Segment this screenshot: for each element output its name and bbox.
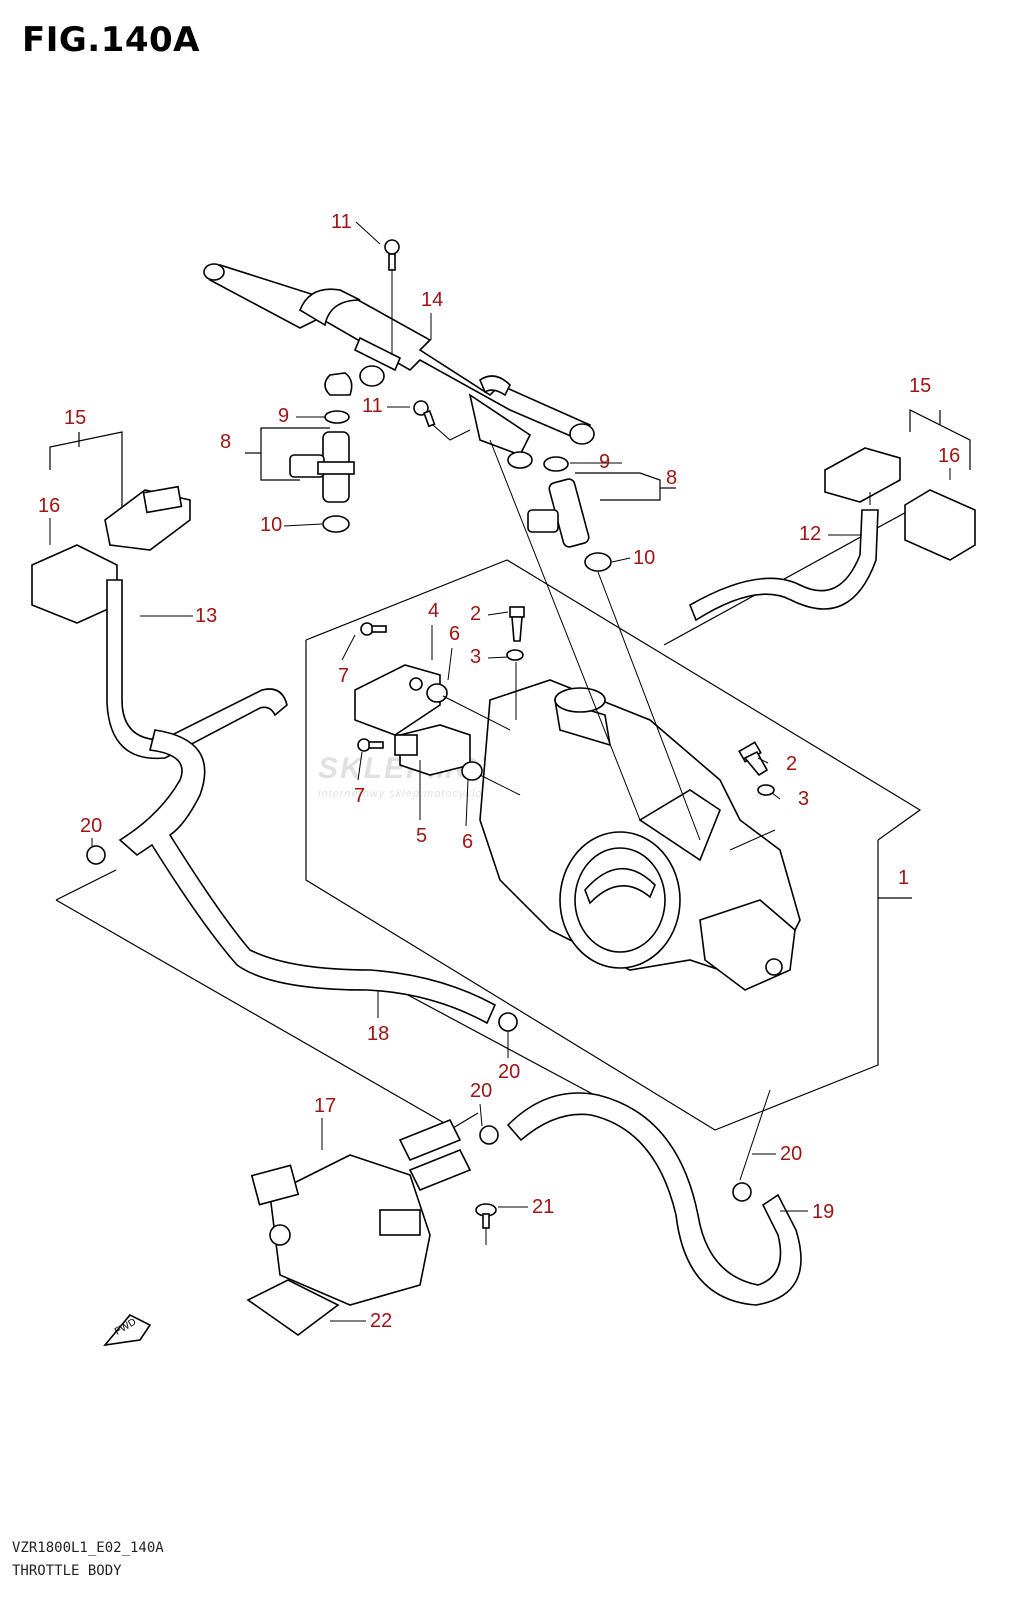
watermark-subtitle: internetowy sklep motocyklowy bbox=[318, 788, 499, 800]
hose-12 bbox=[688, 509, 879, 622]
callout-leader bbox=[611, 557, 631, 563]
sensor-5 bbox=[394, 724, 471, 776]
part-15-bracket-right bbox=[909, 409, 971, 470]
screw-21 bbox=[475, 1203, 497, 1245]
callout-21: 21 bbox=[532, 1196, 554, 1218]
bolt-7-upper bbox=[360, 622, 387, 636]
callout-6: 6 bbox=[449, 623, 460, 645]
leader-lines bbox=[442, 439, 776, 1181]
figure-code: VZR1800L1_E02_140A bbox=[12, 1540, 164, 1556]
callout-10: 10 bbox=[633, 547, 655, 569]
callout-7: 7 bbox=[354, 785, 365, 807]
callout-leader bbox=[355, 221, 381, 245]
callout-20: 20 bbox=[498, 1061, 520, 1083]
callout-11: 11 bbox=[331, 211, 352, 233]
callout-20: 20 bbox=[780, 1143, 802, 1165]
callout-7: 7 bbox=[338, 665, 349, 687]
sensor-15-left bbox=[104, 485, 191, 551]
callout-12: 12 bbox=[799, 523, 821, 545]
callout-14: 14 bbox=[421, 289, 443, 311]
throttle-body-frame bbox=[305, 559, 922, 1131]
callout-15: 15 bbox=[909, 375, 931, 397]
callout-9: 9 bbox=[278, 405, 289, 427]
screw-2-right bbox=[738, 741, 769, 777]
tps-sensor-4 bbox=[354, 664, 441, 736]
callout-11: 11 bbox=[362, 395, 383, 417]
callout-20: 20 bbox=[80, 815, 102, 837]
hose-18-frame bbox=[55, 869, 601, 1129]
throttle-body bbox=[479, 679, 801, 991]
screw-11-top bbox=[384, 239, 400, 355]
callout-16: 16 bbox=[38, 495, 60, 517]
callout-8: 8 bbox=[666, 467, 677, 489]
callout-3: 3 bbox=[798, 788, 809, 810]
callout-20: 20 bbox=[470, 1080, 492, 1102]
washer-3-top bbox=[506, 649, 524, 661]
callout-leader bbox=[487, 656, 509, 659]
bolt-7-lower bbox=[357, 738, 384, 752]
callout-22: 22 bbox=[370, 1310, 392, 1332]
callout-leader bbox=[479, 1103, 483, 1127]
fwd-arrow: FWD bbox=[103, 1314, 152, 1347]
callout-leader bbox=[341, 634, 356, 661]
part-8-bracket-right bbox=[575, 472, 676, 501]
o-ring-9-left bbox=[324, 410, 350, 424]
idle-control-valve-17 bbox=[250, 1118, 472, 1306]
seal-10-left bbox=[322, 515, 350, 533]
figure-name: THROTTLE BODY bbox=[12, 1563, 122, 1579]
seal-10-right bbox=[584, 552, 612, 572]
clamp-20-a bbox=[86, 845, 106, 865]
part-8-bracket-left bbox=[245, 427, 330, 481]
screw-11-mid bbox=[413, 400, 471, 441]
callout-leader bbox=[771, 792, 781, 800]
injector-right bbox=[527, 478, 590, 548]
hose-13 bbox=[106, 579, 288, 760]
part-15-bracket-left bbox=[49, 431, 123, 510]
callout-2: 2 bbox=[786, 753, 797, 775]
callout-2: 2 bbox=[470, 603, 481, 625]
clamp-20-d bbox=[732, 1182, 752, 1202]
o-ring-9-right bbox=[543, 456, 569, 472]
callout-labels: 1223345667788991010111112131415151616171… bbox=[38, 211, 960, 1332]
callout-3: 3 bbox=[470, 646, 481, 668]
hose-18 bbox=[118, 729, 497, 1025]
o-ring-6-lower bbox=[461, 761, 483, 781]
callout-9: 9 bbox=[599, 451, 610, 473]
label-plate-22 bbox=[246, 1279, 340, 1336]
callout-leader bbox=[283, 523, 323, 527]
clamp-20-b bbox=[498, 1012, 518, 1032]
figure-title: FIG.140A bbox=[22, 20, 200, 60]
o-ring-6-upper bbox=[426, 683, 448, 703]
callout-1: 1 bbox=[898, 867, 909, 889]
sensor-15-right bbox=[824, 447, 901, 505]
washer-3-right bbox=[757, 784, 775, 796]
callout-16: 16 bbox=[938, 445, 960, 467]
hose-19 bbox=[506, 1092, 802, 1306]
callout-5: 5 bbox=[416, 825, 427, 847]
callout-10: 10 bbox=[260, 514, 282, 536]
callout-15: 15 bbox=[64, 407, 86, 429]
callout-8: 8 bbox=[220, 431, 231, 453]
callout-leader bbox=[447, 647, 453, 681]
injector-left bbox=[289, 431, 355, 503]
callout-17: 17 bbox=[314, 1095, 336, 1117]
cover-16-left bbox=[31, 544, 118, 624]
callout-leader bbox=[357, 751, 363, 781]
cover-16-right bbox=[904, 489, 976, 561]
fuel-rail-14 bbox=[203, 263, 595, 469]
callout-leader bbox=[465, 779, 469, 827]
callout-13: 13 bbox=[195, 605, 217, 627]
callout-6: 6 bbox=[462, 831, 473, 853]
screw-2-top bbox=[509, 606, 525, 642]
callout-leader bbox=[757, 757, 769, 764]
clamp-20-c bbox=[479, 1125, 499, 1145]
callout-19: 19 bbox=[812, 1201, 834, 1223]
callout-18: 18 bbox=[367, 1023, 389, 1045]
callout-leader bbox=[487, 611, 509, 616]
callout-4: 4 bbox=[428, 600, 439, 622]
